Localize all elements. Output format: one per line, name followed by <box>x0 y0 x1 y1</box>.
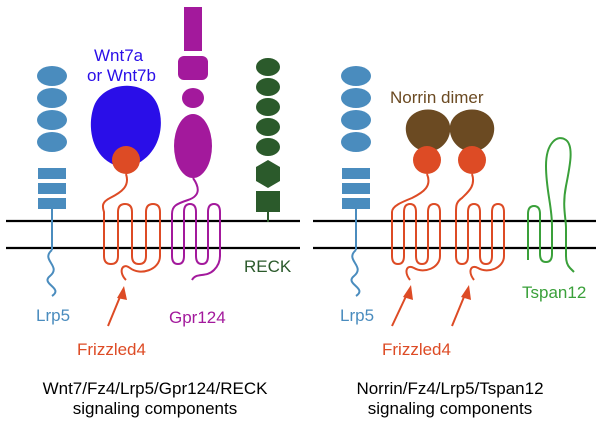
right-caption-line2: signaling components <box>368 399 532 418</box>
lrp5-receptor-right <box>341 66 371 297</box>
tspan12-protein <box>527 137 575 273</box>
frizzled-label-left: Frizzled4 <box>77 340 146 359</box>
frizzled-arrowhead-right-b <box>461 285 471 300</box>
frizzled4-receptor-right-a <box>391 146 441 281</box>
gpr124-label: Gpr124 <box>169 308 226 327</box>
frizzled-label-right: Frizzled4 <box>382 340 451 359</box>
right-panel: Lrp5 Norrin dimer Frizzled4 Tspan12 Norr… <box>313 66 596 418</box>
lrp5-label-left: Lrp5 <box>36 306 70 325</box>
reck-label: RECK <box>244 257 292 276</box>
left-caption-line1: Wnt7/Fz4/Lrp5/Gpr124/RECK <box>43 379 269 398</box>
wnt-label-line1: Wnt7a <box>94 46 144 65</box>
right-caption-line1: Norrin/Fz4/Lrp5/Tspan12 <box>356 379 543 398</box>
frizzled-arrowhead-left <box>117 286 127 300</box>
lrp5-label-right: Lrp5 <box>340 306 374 325</box>
norrin-label: Norrin dimer <box>390 88 484 107</box>
tspan12-label: Tspan12 <box>522 283 586 302</box>
reck-protein <box>256 58 280 222</box>
gpr124-receptor <box>171 7 221 281</box>
left-caption-line2: signaling components <box>73 399 237 418</box>
wnt-label-line2: or Wnt7b <box>87 66 156 85</box>
frizzled4-receptor-left <box>101 146 161 281</box>
left-panel: Lrp5 Wnt7a or Wnt7b Frizzled4 Gpr124 <box>6 7 300 418</box>
lrp5-receptor-left <box>37 66 67 297</box>
frizzled-arrowhead-right-a <box>403 285 413 300</box>
frizzled4-receptor-right-b <box>455 146 505 281</box>
norrin-dimer <box>405 109 495 152</box>
wnt-ligand <box>90 85 161 168</box>
